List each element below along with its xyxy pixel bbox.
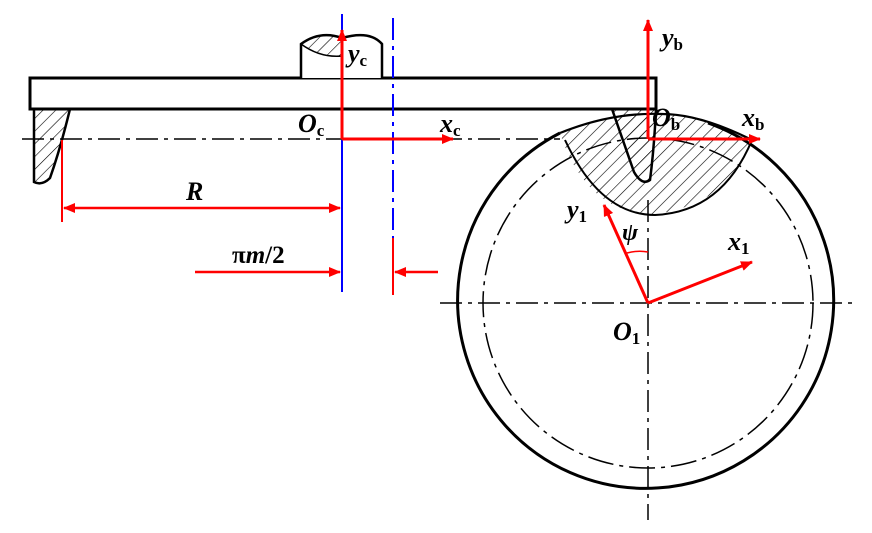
label-yb: yb [659, 23, 683, 54]
center-lines [22, 138, 852, 520]
label-pitch: πm/2 [232, 242, 285, 269]
gear-outer-circle [456, 121, 836, 490]
psi-angle-arc [626, 250, 649, 254]
coordinate-system-b [643, 19, 761, 144]
rack-right-tooth [610, 107, 658, 183]
label-psi: ψ [622, 220, 639, 246]
x1-axis [647, 260, 753, 305]
label-x1: x1 [727, 227, 750, 258]
rack-left-tooth [32, 107, 72, 185]
label-oc: Oc [298, 109, 325, 140]
label-xc: xc [439, 109, 461, 140]
gear-top-edge-right [661, 112, 753, 141]
y1-axis [602, 204, 650, 304]
label-ob: Ob [652, 103, 680, 134]
coordinate-system-1 [602, 204, 753, 305]
label-r: R [185, 177, 203, 206]
dimension-r [61, 140, 341, 222]
coordinate-system-c [337, 14, 454, 292]
label-yc: yc [345, 39, 368, 70]
label-o1: O1 [613, 317, 640, 348]
label-y1: y1 [564, 195, 587, 226]
gear-cut-arc [564, 139, 753, 217]
label-xb: xb [741, 103, 764, 134]
